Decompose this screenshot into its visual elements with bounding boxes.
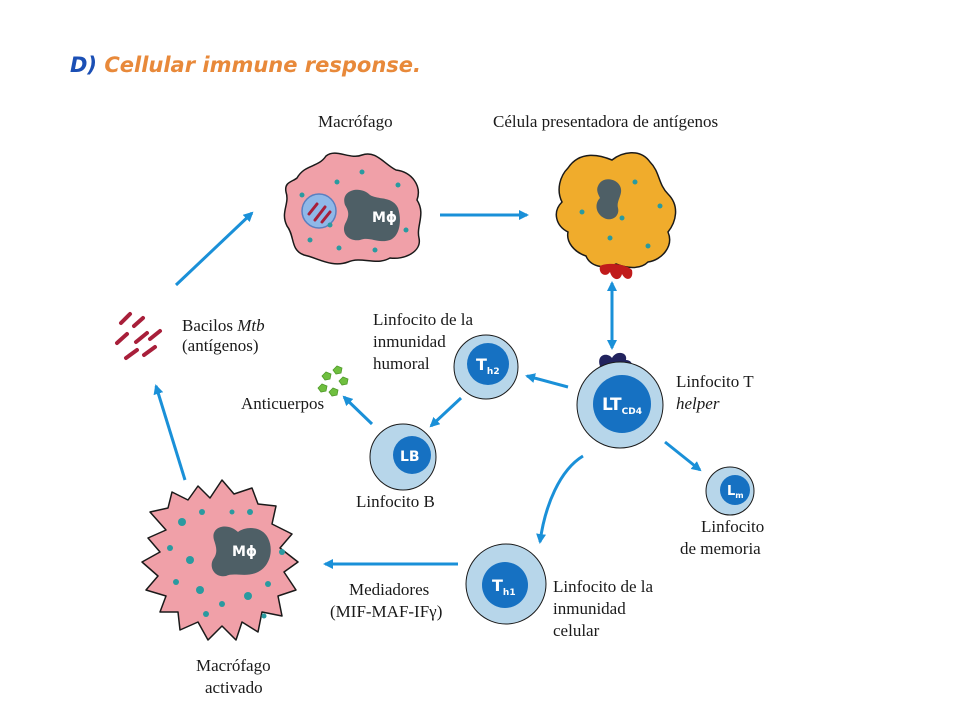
lb-node: LB Linfocito B [356, 423, 437, 511]
anticuerpos-label: Anticuerpos [241, 394, 324, 413]
mhc-antigen-complex [599, 263, 633, 280]
th1-nucleus [482, 562, 528, 608]
apc-nucleus [596, 179, 622, 220]
macrofago-cell-text: Mϕ [372, 210, 397, 226]
th2-node: Linfocito de la inmunidad humoral Th2 [373, 310, 519, 400]
macrofago-node: Macrófago Mϕ [283, 112, 422, 265]
macrofago-activado-cell-text: Mϕ [232, 544, 257, 560]
th1-label-line3: celular [553, 621, 600, 640]
apc-label: Célula presentadora de antígenos [493, 112, 718, 131]
lb-cell-text: LB [400, 449, 420, 465]
macrofago-nucleus [343, 189, 400, 242]
title-letter: D) [70, 53, 98, 77]
bacilos-label-line2: (antígenos) [182, 336, 258, 355]
th1-node: Th1 Linfocito de la inmunidad celular [465, 543, 654, 640]
arrow-lt-to-lm [664, 440, 702, 472]
arrow-bacilos-to-macrofago [174, 211, 254, 287]
mediadores-node: Mediadores (MIF-MAF-IFγ) [330, 580, 442, 621]
lm-cell-text: Lm [727, 484, 744, 500]
lm-label-line2: de memoria [680, 539, 761, 558]
arrow-lt-to-th2 [525, 373, 569, 389]
engulfed-bacilli [307, 202, 332, 224]
macrofago-activado-label-line1: Macrófago [196, 656, 271, 675]
macrofago-activado-label-line2: activado [205, 678, 263, 697]
macrofago-granules [299, 169, 409, 253]
anticuerpos-node: Anticuerpos [241, 365, 349, 413]
th2-cell-text: Th2 [476, 355, 500, 377]
arrows [153, 210, 702, 569]
slide-title: D) Cellular immune response. [70, 53, 421, 77]
lm-node: Lm Linfocito de memoria [680, 466, 764, 558]
phagosome [301, 193, 337, 229]
th2-label-line2: inmunidad [373, 332, 446, 351]
lb-label: Linfocito B [356, 492, 435, 511]
th2-label-line1: Linfocito de la [373, 310, 474, 329]
bacilos-node: Bacilos Mtb (antígenos) [115, 312, 265, 360]
lt-cell-text: LTCD4 [602, 395, 642, 417]
lm-label-line1: Linfocito [701, 517, 764, 536]
th2-nucleus [467, 343, 509, 385]
th1-label-line2: inmunidad [553, 599, 626, 618]
bacilli-icon [115, 312, 162, 360]
lt-node: LTCD4 Linfocito T helper [576, 352, 754, 449]
mediadores-label-line1: Mediadores [349, 580, 429, 599]
lt-label-line2: helper [676, 394, 720, 413]
lt-nucleus [593, 375, 651, 433]
macrofago-label: Macrófago [318, 112, 393, 131]
macrofago-activado-nucleus [211, 526, 271, 577]
antibody-icon [317, 365, 349, 397]
th1-cell-text: Th1 [492, 576, 516, 598]
arrow-th2-to-lb [429, 396, 463, 428]
arrow-macrofago-activado-to-bacilos [153, 384, 187, 481]
lb-nucleus [393, 436, 431, 474]
apc-granules [579, 179, 663, 249]
th2-label-line3: humoral [373, 354, 430, 373]
macrofago-activado-granules [167, 509, 285, 619]
mediadores-label-line2: (MIF-MAF-IFγ) [330, 602, 442, 621]
bacilos-label-line1: Bacilos Mtb [182, 316, 265, 335]
title-text: Cellular immune response. [104, 53, 422, 77]
arrow-lt-to-th1 [536, 454, 584, 544]
th1-label-line1: Linfocito de la [553, 577, 654, 596]
macrofago-activado-node: Mϕ Macrófago activado [141, 479, 299, 697]
arrow-lb-to-anticuerpos [342, 395, 374, 426]
lm-nucleus [720, 475, 750, 505]
lt-label-line1: Linfocito T [676, 372, 754, 391]
apc-node: Célula presentadora de antígenos [493, 112, 718, 280]
